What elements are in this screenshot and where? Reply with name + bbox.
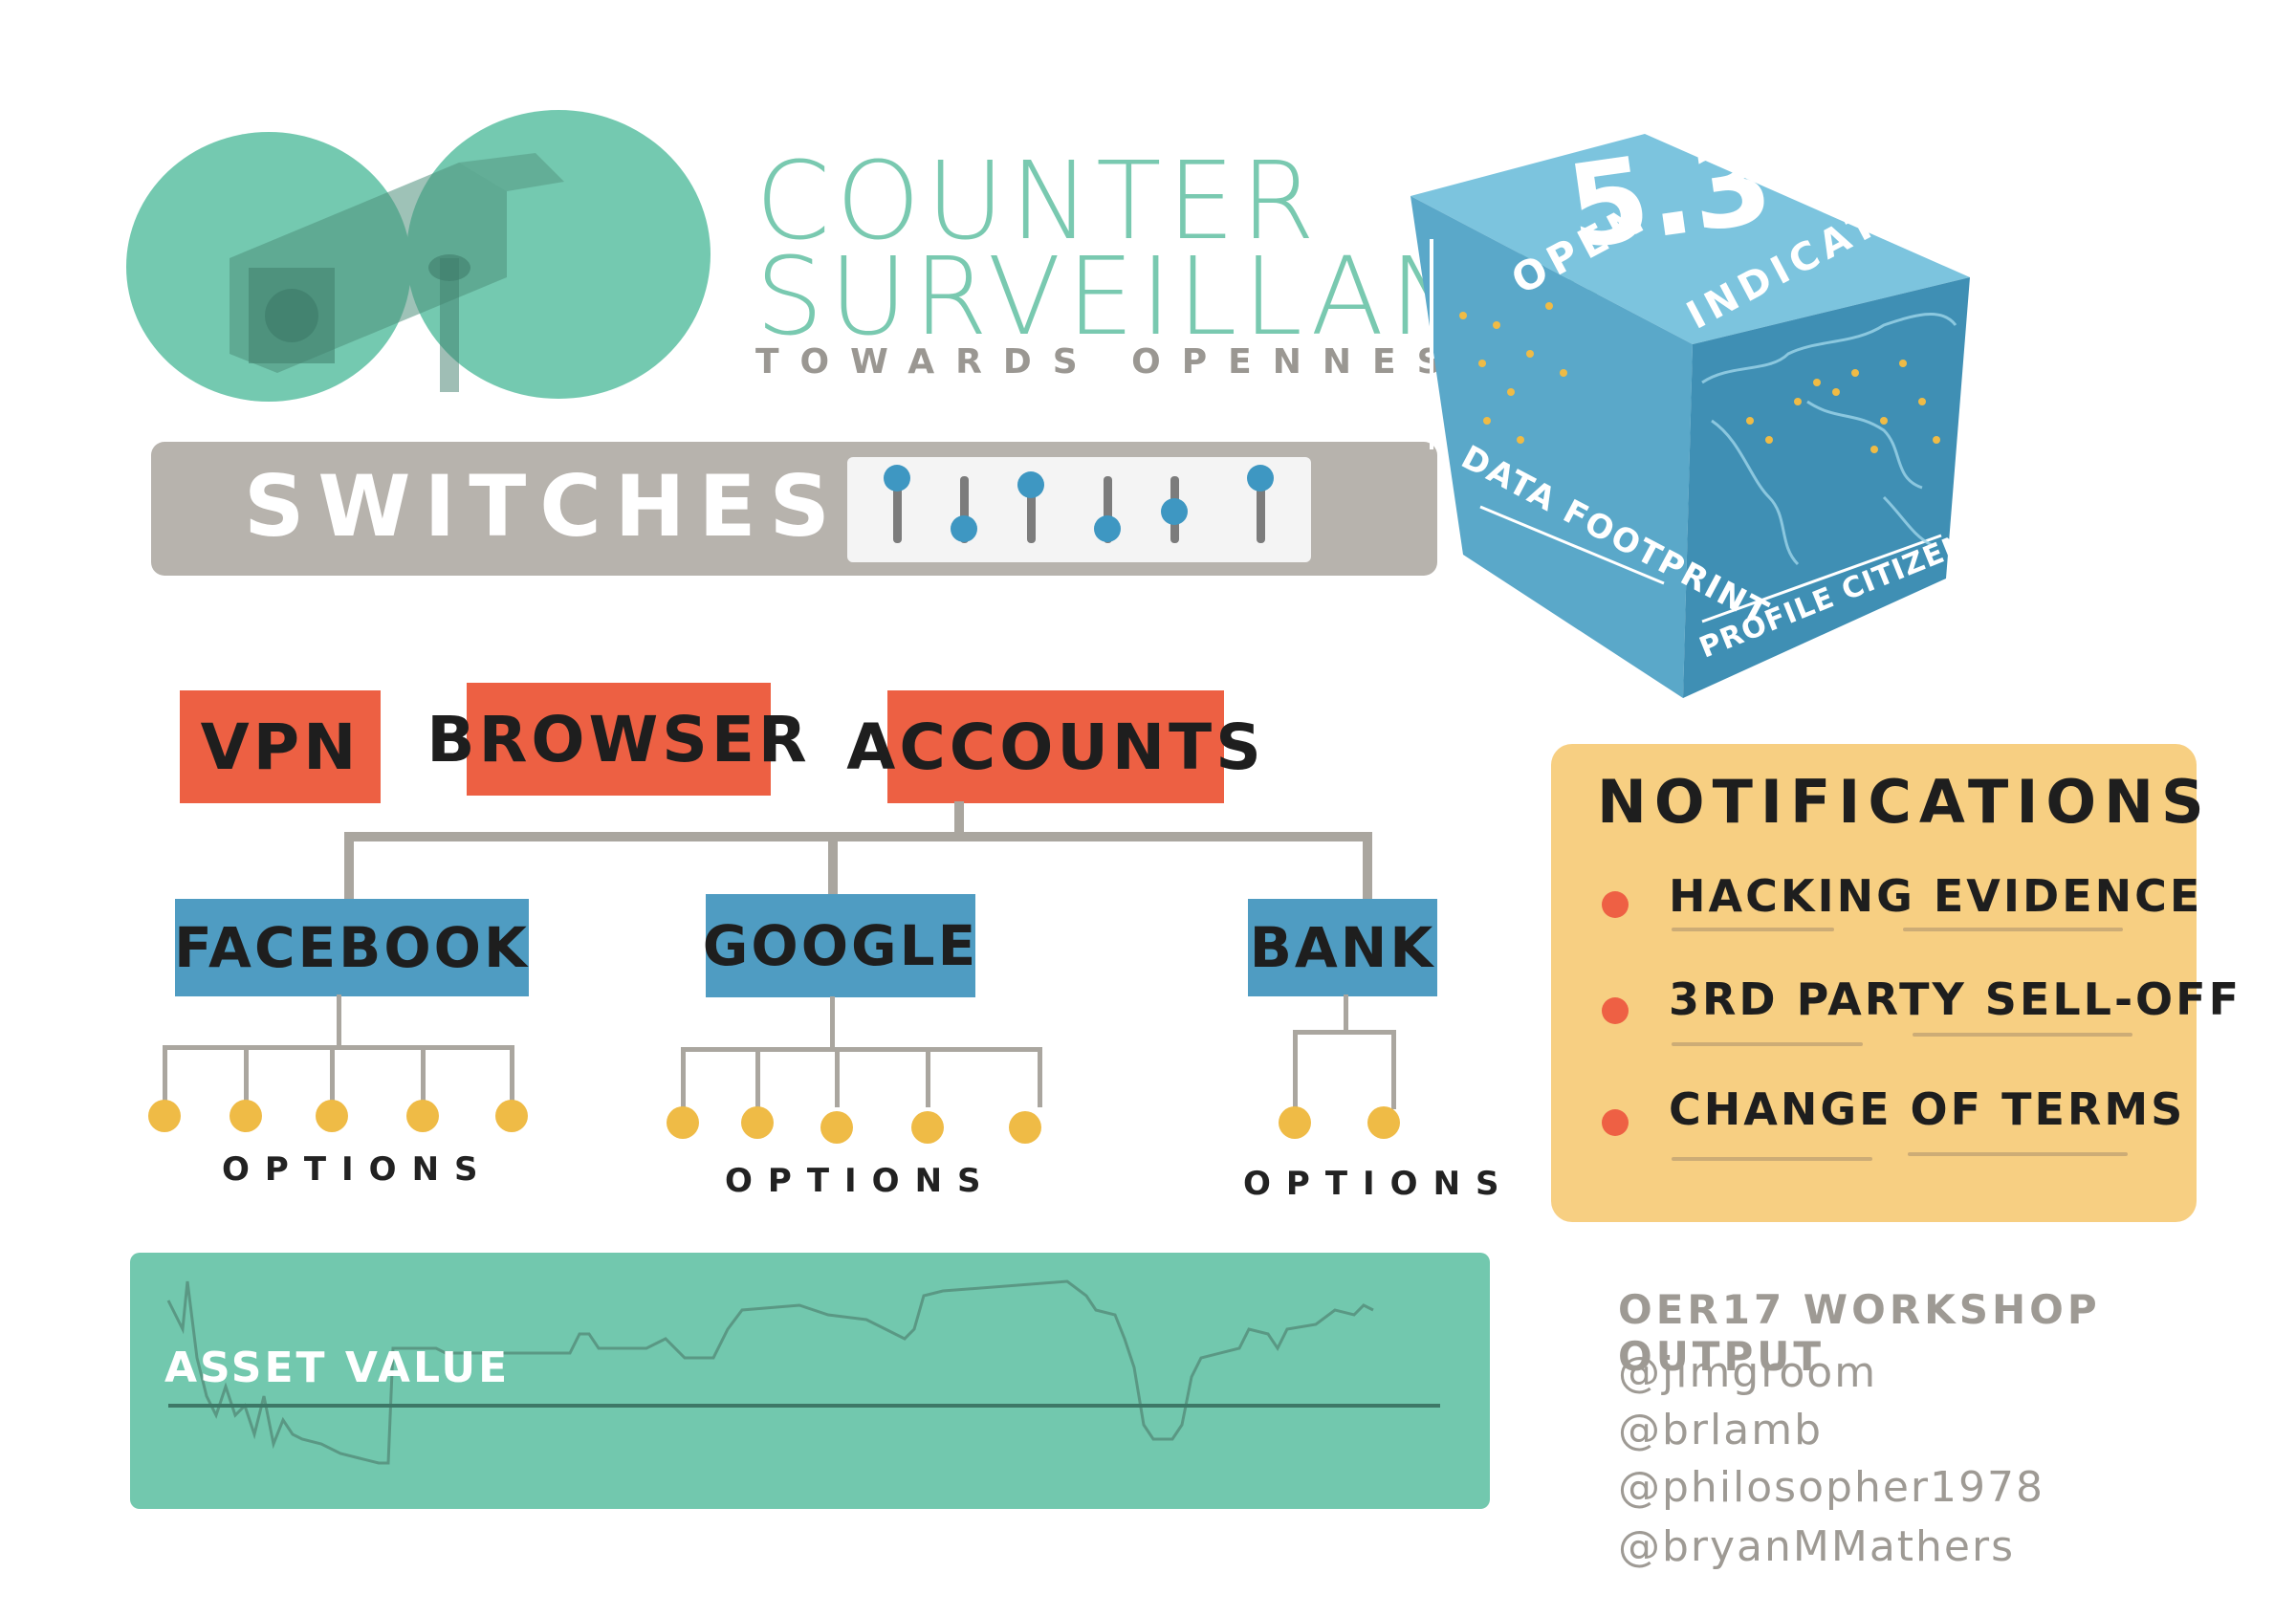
squiggle-divider: [1903, 928, 2123, 931]
switch-knob[interactable]: [1094, 514, 1121, 542]
squiggle-divider: [1672, 1042, 1863, 1046]
notifications-panel: [1551, 744, 2197, 1222]
switch-slider[interactable]: [951, 476, 977, 543]
option-dot[interactable]: [406, 1100, 439, 1132]
switch-slider[interactable]: [1017, 471, 1044, 543]
notification-item[interactable]: 3RD PARTY SELL-OFF: [1669, 973, 2241, 1025]
switch-slider[interactable]: [1161, 476, 1188, 543]
squiggle-divider: [1908, 1152, 2128, 1156]
option-dot[interactable]: [1279, 1106, 1311, 1139]
squiggle-divider: [1672, 928, 1834, 931]
asset-value-panel: [130, 1253, 1490, 1509]
switch-knob[interactable]: [1247, 465, 1274, 492]
bullet-icon: [1602, 1109, 1629, 1136]
option-dot[interactable]: [148, 1100, 181, 1132]
option-dot[interactable]: [230, 1100, 262, 1132]
credit-handle[interactable]: @brlamb: [1618, 1406, 1823, 1454]
option-dot[interactable]: [316, 1100, 348, 1132]
category-accounts[interactable]: ACCOUNTS: [846, 690, 1261, 803]
switches-label: SWITCHES: [244, 457, 843, 556]
title-line-1: COUNTER: [755, 140, 1322, 264]
option-dot[interactable]: [495, 1100, 528, 1132]
option-dot[interactable]: [1367, 1106, 1400, 1139]
google-options-label: OPTIONS: [725, 1162, 996, 1200]
option-dot[interactable]: [820, 1111, 853, 1144]
category-browser[interactable]: BROWSER: [426, 683, 807, 796]
switch-knob[interactable]: [1017, 471, 1044, 498]
option-dot[interactable]: [1009, 1111, 1041, 1144]
credit-handle[interactable]: @philosopher1978: [1618, 1463, 2045, 1512]
service-bank[interactable]: BANK: [1248, 899, 1437, 996]
bank-options-label: OPTIONS: [1243, 1165, 1515, 1203]
switch-knob[interactable]: [951, 514, 977, 542]
cube-graphic: [1410, 134, 1970, 698]
notification-item[interactable]: HACKING EVIDENCE: [1669, 870, 2203, 922]
option-dot[interactable]: [911, 1111, 944, 1144]
service-google[interactable]: GOOGLE: [703, 894, 975, 997]
credits-heading: OER17 WORKSHOP OUTPUT: [1618, 1286, 2101, 1380]
squiggle-divider: [1913, 1033, 2132, 1037]
switch-slider[interactable]: [1094, 476, 1121, 543]
switch-slider[interactable]: [884, 465, 910, 543]
switch-knob[interactable]: [884, 465, 910, 492]
notifications-title: NOTIFICATIONS: [1597, 767, 2212, 837]
squiggle-divider: [1672, 1157, 1872, 1161]
category-vpn[interactable]: VPN: [180, 690, 381, 803]
switches-panel: [847, 457, 1311, 562]
asset-value-line: [166, 1279, 1440, 1465]
bullet-icon: [1602, 891, 1629, 918]
bullet-icon: [1602, 997, 1629, 1024]
option-dot[interactable]: [667, 1106, 699, 1139]
credit-handle[interactable]: @bryanMMathers: [1618, 1522, 2016, 1571]
service-facebook[interactable]: FACEBOOK: [174, 899, 529, 996]
option-dot[interactable]: [741, 1106, 774, 1139]
subtitle: TOWARDS OPENNESS: [755, 342, 1507, 382]
switch-knob[interactable]: [1161, 498, 1188, 525]
surveillance-camera-icon: [230, 153, 564, 392]
facebook-options-label: OPTIONS: [222, 1150, 493, 1189]
switch-slider[interactable]: [1247, 465, 1274, 543]
asset-value-label: ASSET VALUE: [164, 1344, 511, 1392]
notification-item[interactable]: CHANGE OF TERMS: [1669, 1083, 2186, 1135]
credit-handle[interactable]: @jimgroom: [1618, 1348, 1878, 1397]
